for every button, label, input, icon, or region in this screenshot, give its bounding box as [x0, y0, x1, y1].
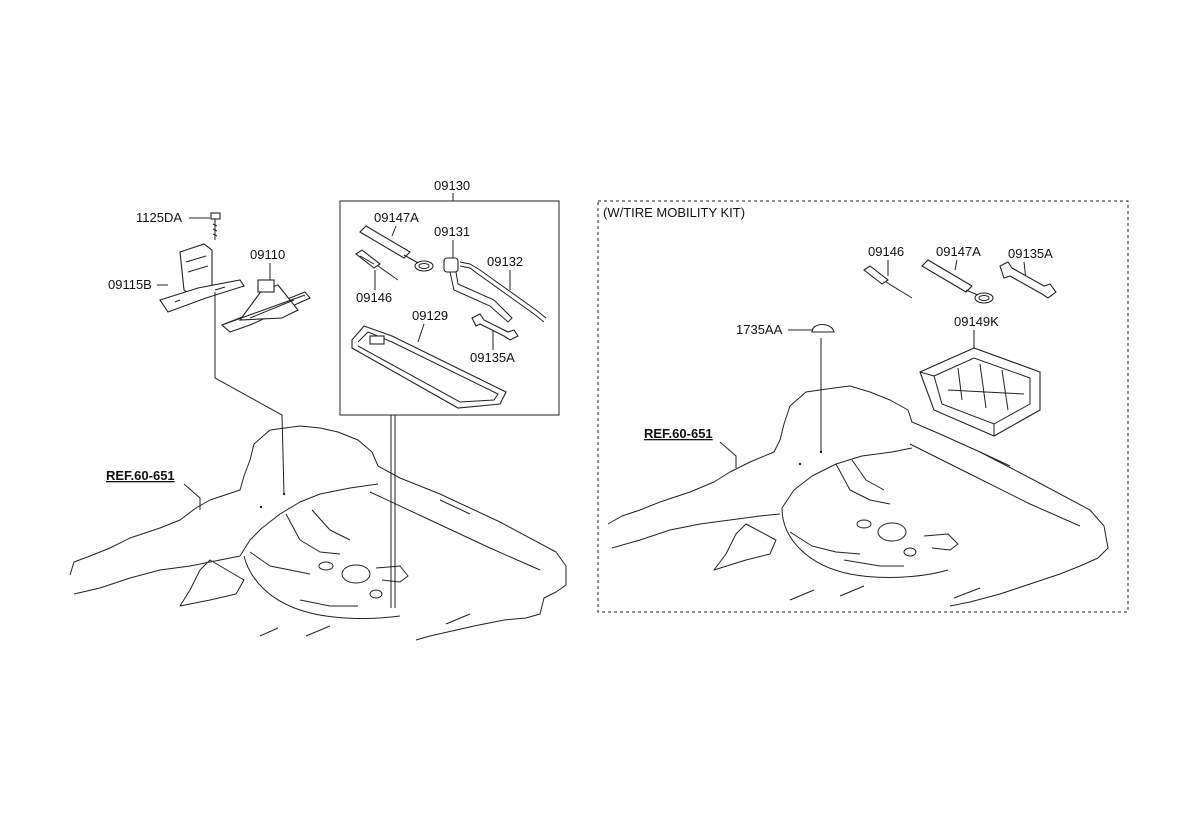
label-09135A-right: 09135A [1008, 246, 1053, 261]
floor-panel-right [607, 385, 1109, 607]
tire-mobility-kit-frame [597, 200, 1129, 613]
label-09129: 09129 [412, 308, 448, 323]
label-09149K: 09149K [954, 314, 999, 329]
rod-icon [459, 261, 547, 323]
label-09135A-left: 09135A [470, 350, 515, 365]
label-1125DA: 1125DA [136, 210, 182, 225]
panel-title: (W/TIRE MOBILITY KIT) [603, 205, 745, 220]
label-09146-left: 09146 [356, 290, 392, 305]
label-09147A-left: 09147A [374, 210, 419, 225]
wheel-wrench-handle-icon [359, 225, 434, 272]
floor-panel-left [69, 425, 567, 641]
wrench-extension-icon [443, 257, 513, 323]
wheel-wrench-handle-icon [921, 259, 994, 304]
spanner-icon [999, 261, 1057, 299]
tool-kit-box [339, 200, 560, 416]
jack-bracket-icon [159, 243, 245, 313]
ref-label-left: REF.60-651 [106, 468, 175, 483]
label-09115B: 09115B [108, 277, 152, 292]
label-09146-right: 09146 [868, 244, 904, 259]
spanner-icon [471, 313, 519, 341]
plug-icon [811, 323, 835, 333]
screwdriver-icon [863, 265, 913, 299]
label-09147A-right: 09147A [936, 244, 981, 259]
label-09131: 09131 [434, 224, 470, 239]
tool-bag-icon [351, 325, 507, 409]
left-assembly: 09130 1125DA 09115B 09110 [69, 178, 567, 641]
label-1735AA: 1735AA [736, 322, 783, 337]
scissor-jack-icon [220, 279, 311, 333]
storage-tray-icon [919, 347, 1041, 437]
label-09110: 09110 [250, 247, 285, 262]
bolt-icon [210, 212, 221, 240]
screwdriver-icon [355, 249, 399, 281]
ref-label-right: REF.60-651 [644, 426, 713, 441]
label-09130: 09130 [434, 178, 470, 193]
right-assembly-tire-mobility-kit: (W/TIRE MOBILITY KIT) 09146 09147A 09135… [597, 200, 1129, 613]
label-09132: 09132 [487, 254, 523, 269]
